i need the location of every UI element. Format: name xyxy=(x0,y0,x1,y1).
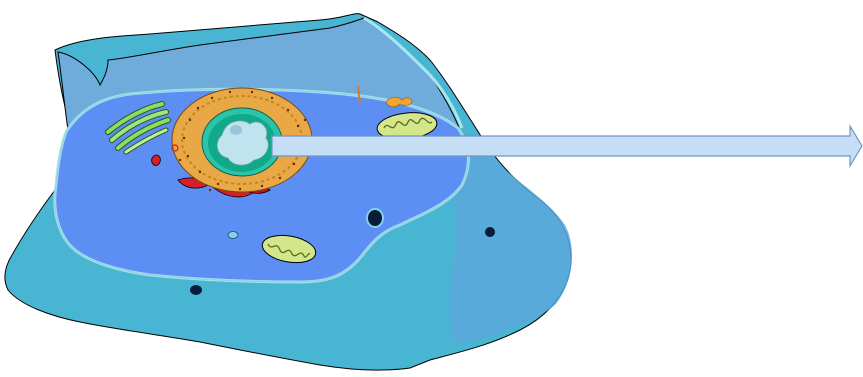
small-vesicle-blue xyxy=(228,232,238,239)
membrane-pore xyxy=(367,209,383,227)
outer-granule-2 xyxy=(485,227,495,237)
outer-granule-1 xyxy=(190,285,202,295)
